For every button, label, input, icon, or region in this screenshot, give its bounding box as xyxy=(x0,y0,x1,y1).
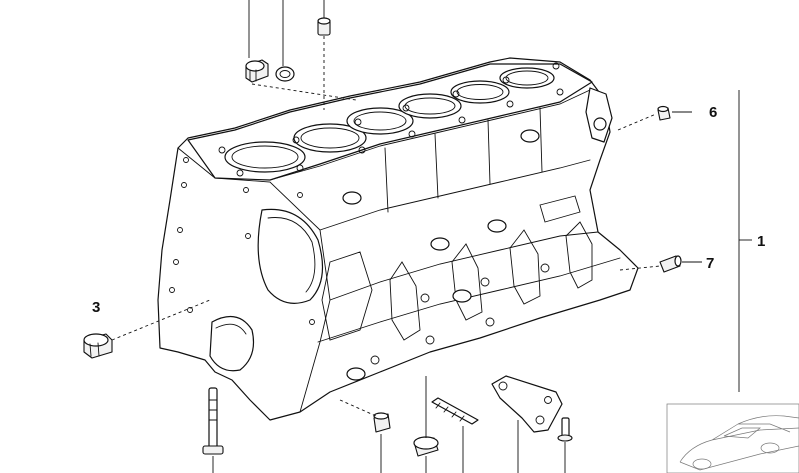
cylinder-bore-inner xyxy=(456,84,504,100)
main-bearing-caps xyxy=(370,263,550,365)
callout-7: 7 xyxy=(706,255,714,272)
dowel-sleeve-7 xyxy=(659,255,682,273)
cylinder-bore-inner xyxy=(231,145,299,169)
front-mounting-hole xyxy=(593,117,607,131)
cylinder-bore-inner xyxy=(404,97,456,115)
top-left-screw-plug xyxy=(245,59,269,83)
side-bosses xyxy=(342,129,540,381)
long-bolt xyxy=(202,387,224,455)
cylinder-bore-inner xyxy=(505,70,549,86)
screw-plug-3 xyxy=(83,333,113,359)
cylinder-bore-inner xyxy=(300,127,360,149)
cylinder-ribs xyxy=(384,107,543,213)
callout-6: 6 xyxy=(709,104,717,121)
thumbnail-frame xyxy=(666,403,799,473)
car-outline-icon xyxy=(679,415,799,471)
top-left-sealing-ring xyxy=(275,66,295,82)
block-side-upper xyxy=(269,89,591,181)
mounting-bracket xyxy=(491,375,563,433)
stud-bolt xyxy=(431,397,479,425)
rear-face xyxy=(169,147,331,413)
callout-1: 1 xyxy=(757,233,765,250)
cylinder-bores xyxy=(224,67,555,173)
side-cast-plate xyxy=(539,195,581,223)
bottom-screw-plug xyxy=(413,436,439,457)
rear-face-bolt-holes xyxy=(169,157,315,325)
engine-block xyxy=(157,57,639,421)
small-dowel-pin xyxy=(373,412,391,433)
block-side-shoulder xyxy=(319,159,591,231)
top-dowel-sleeve xyxy=(317,17,331,36)
cylinder-bore-inner xyxy=(353,111,407,131)
dowel-sleeve-6 xyxy=(657,105,671,121)
leader-lines xyxy=(111,0,752,473)
head-bolt-holes xyxy=(218,62,564,177)
oil-channel-cover xyxy=(321,251,373,341)
bracket-bolt xyxy=(557,417,573,442)
cylinder-bore xyxy=(224,141,306,173)
front-mounting-ear xyxy=(585,87,613,143)
vehicle-thumbnail xyxy=(666,403,799,473)
callout-3: 3 xyxy=(92,299,100,316)
